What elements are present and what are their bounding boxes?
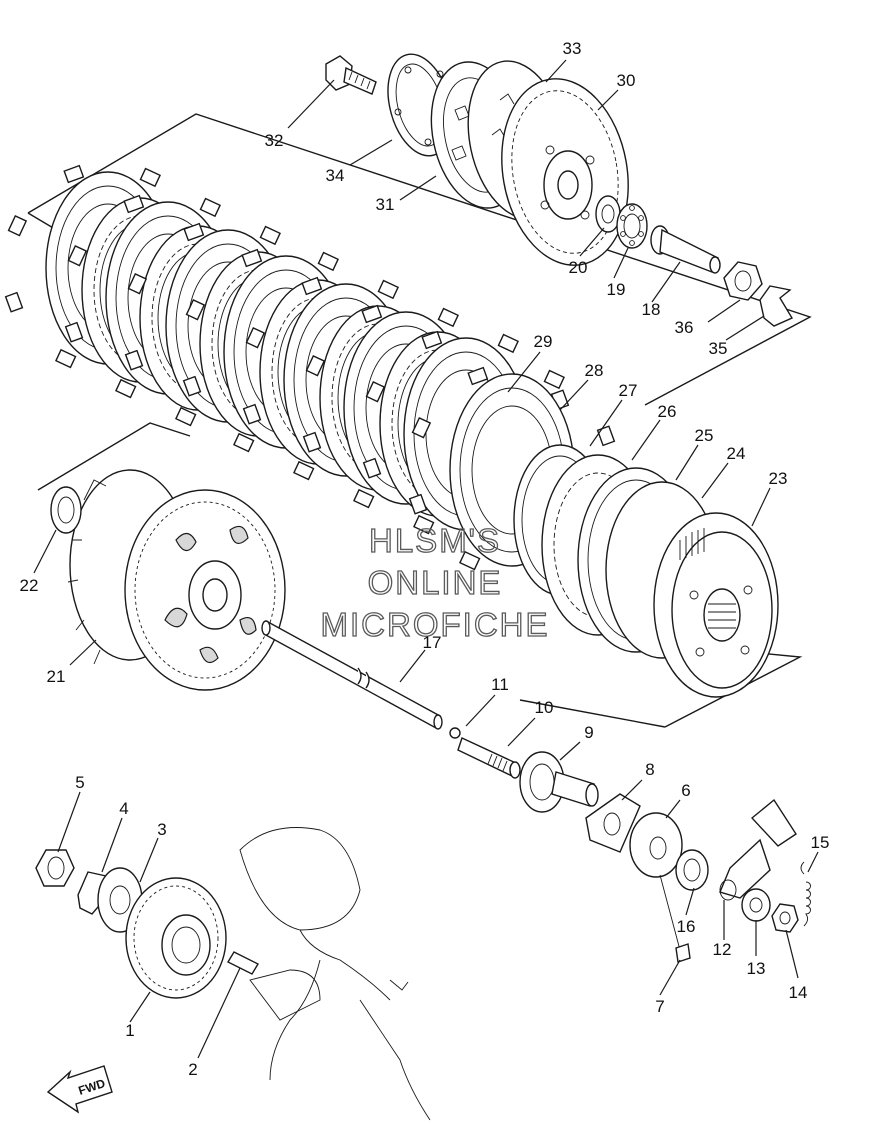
callout-8: 8 xyxy=(645,760,654,779)
nut-14 xyxy=(771,903,799,933)
crankshaft-outline xyxy=(239,827,431,1121)
callout-33: 33 xyxy=(563,39,582,58)
spring-15 xyxy=(800,861,811,927)
callout-15: 15 xyxy=(811,833,830,852)
push-lever-shaft-9 xyxy=(519,751,599,813)
callout-35: 35 xyxy=(709,339,728,358)
washer-13 xyxy=(741,888,771,922)
push-lever-12 xyxy=(719,798,797,901)
callout-34: 34 xyxy=(326,166,345,185)
callout-3: 3 xyxy=(157,820,166,839)
callout-30: 30 xyxy=(617,71,636,90)
callout-11: 11 xyxy=(491,675,509,694)
watermark-line-1: HLSM'S xyxy=(369,522,501,559)
callout-27: 27 xyxy=(619,381,638,400)
callout-19: 19 xyxy=(607,280,626,299)
callout-25: 25 xyxy=(695,426,714,445)
watermark: HLSM'S ONLINE MICROFICHE xyxy=(320,521,550,643)
push-rod-17 xyxy=(261,620,443,730)
fwd-direction-arrow: FWD xyxy=(46,1065,113,1114)
callout-13: 13 xyxy=(747,959,766,978)
callout-5: 5 xyxy=(75,773,84,792)
callout-9: 9 xyxy=(584,723,593,742)
callout-26: 26 xyxy=(658,402,677,421)
watermark-line-2: ONLINE xyxy=(368,564,503,601)
clutch-hub-assembly xyxy=(408,366,779,698)
push-rod-10 xyxy=(457,737,521,779)
callout-7: 7 xyxy=(655,997,664,1016)
callout-24: 24 xyxy=(727,444,746,463)
callout-4: 4 xyxy=(119,799,128,818)
watermark-line-3: MICROFICHE xyxy=(321,606,550,643)
callout-12: 12 xyxy=(713,940,732,959)
pressure-plate-assembly xyxy=(325,53,794,327)
oil-seal-6 xyxy=(629,812,683,878)
callout-23: 23 xyxy=(769,469,788,488)
plate-8 xyxy=(585,793,641,853)
callout-36: 36 xyxy=(675,318,694,337)
callout-10: 10 xyxy=(535,698,554,717)
pin-7 xyxy=(659,874,691,963)
callout-28: 28 xyxy=(585,361,604,380)
callout-leaders xyxy=(33,59,819,1059)
ball-11 xyxy=(449,727,461,739)
callout-20: 20 xyxy=(569,258,588,277)
callout-32: 32 xyxy=(265,131,284,150)
thrust-washer-22 xyxy=(50,486,82,534)
callout-labels: 1 2 3 4 5 6 7 8 9 10 11 12 13 14 15 16 1… xyxy=(20,39,830,1079)
callout-31: 31 xyxy=(376,195,395,214)
callout-21: 21 xyxy=(47,667,66,686)
callout-22: 22 xyxy=(20,576,39,595)
callout-2: 2 xyxy=(188,1060,197,1079)
callout-6: 6 xyxy=(681,781,690,800)
callout-16: 16 xyxy=(677,917,696,936)
bearing-16 xyxy=(675,849,709,891)
primary-driven-gear-housing xyxy=(67,469,286,691)
callout-17: 17 xyxy=(423,633,442,652)
bolt-32 xyxy=(325,55,377,95)
callout-29: 29 xyxy=(534,332,553,351)
callout-1: 1 xyxy=(125,1021,134,1040)
callout-18: 18 xyxy=(642,300,661,319)
primary-drive-gear-assembly xyxy=(35,849,259,999)
callout-14: 14 xyxy=(789,983,808,1002)
